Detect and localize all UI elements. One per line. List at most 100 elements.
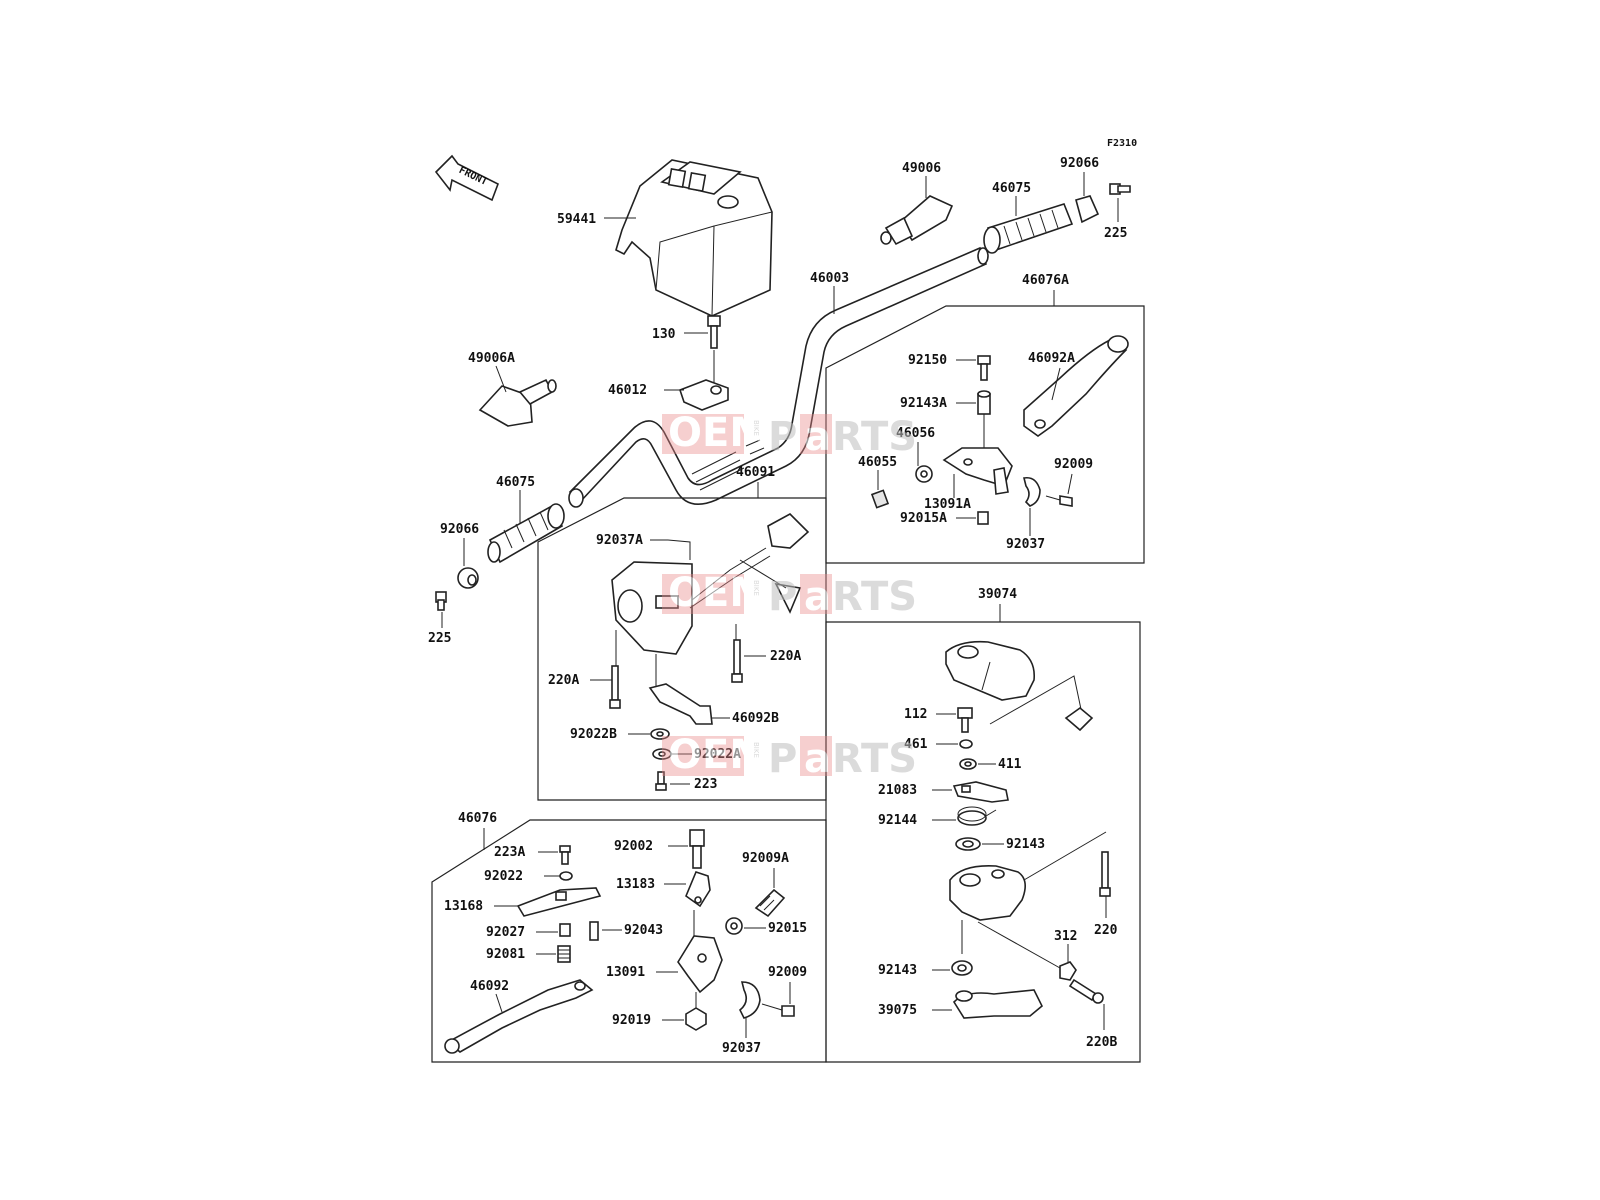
- label-92144: 92144: [878, 813, 917, 828]
- label-92150: 92150: [908, 353, 947, 368]
- bolt-225-left-part[interactable]: [435, 591, 447, 611]
- svg-text:RTS: RTS: [832, 736, 917, 782]
- bracket-13168-part[interactable]: [516, 887, 602, 917]
- label-220: 220: [1094, 923, 1118, 938]
- lever-46092b-part[interactable]: [648, 683, 713, 725]
- clamp-46012-part[interactable]: [678, 379, 729, 411]
- grip-46075-right-part[interactable]: [983, 203, 1074, 254]
- label-92037-left: 92037: [722, 1041, 761, 1056]
- label-92081: 92081: [486, 947, 525, 962]
- washer-92022a-part[interactable]: [652, 748, 672, 760]
- screw-220b-part[interactable]: [1068, 978, 1104, 1004]
- holder-92037-right-part[interactable]: [1023, 476, 1041, 507]
- label-92009-right: 92009: [1054, 457, 1093, 472]
- label-46092: 46092: [470, 979, 509, 994]
- label-92015: 92015: [768, 921, 807, 936]
- lever-21083-part[interactable]: [952, 781, 1009, 803]
- pivot-92009a-part[interactable]: [754, 888, 786, 918]
- end-weight-92066-right-part[interactable]: [1075, 195, 1100, 224]
- bolt-92150-part[interactable]: [977, 355, 991, 381]
- washer-411-part[interactable]: [959, 758, 977, 770]
- screw-220a-left-part[interactable]: [609, 665, 621, 709]
- label-59441: 59441: [557, 212, 596, 227]
- label-411: 411: [998, 757, 1022, 772]
- bracket-13091a-part[interactable]: [942, 447, 1013, 495]
- collar-92015-part[interactable]: [725, 917, 743, 935]
- spring-92144-part[interactable]: [957, 806, 997, 826]
- svg-text:RTS: RTS: [832, 574, 917, 620]
- svg-text:RTS: RTS: [832, 414, 917, 460]
- svg-text:P: P: [768, 574, 797, 620]
- label-39075: 39075: [878, 1003, 917, 1018]
- end-cap-49006-part[interactable]: [880, 195, 954, 246]
- label-13091a: 13091A: [924, 497, 971, 512]
- figure-code: F2310: [1107, 138, 1137, 149]
- label-92066-left: 92066: [440, 522, 479, 537]
- label-225-right: 225: [1104, 226, 1127, 241]
- handlebar-46003-part[interactable]: [568, 246, 989, 508]
- svg-text:P: P: [768, 414, 797, 460]
- collar-92143a-part[interactable]: [977, 390, 991, 415]
- label-46076: 46076: [458, 811, 497, 826]
- nut-312-part[interactable]: [1059, 961, 1077, 981]
- throttle-insert-part[interactable]: [1064, 706, 1094, 732]
- svg-text:BIKE: BIKE: [752, 580, 760, 596]
- label-92037a: 92037A: [596, 533, 643, 548]
- brake-lever-46092a-part[interactable]: [1023, 335, 1129, 437]
- bracket-13091-part[interactable]: [677, 935, 723, 994]
- washer-92143-bottom-part[interactable]: [951, 960, 973, 976]
- spring-92081-part[interactable]: [557, 945, 571, 963]
- bolt-92002-part[interactable]: [689, 829, 705, 869]
- screw-223-part[interactable]: [655, 771, 667, 791]
- watermark-oem-parts-3: OEM BIKE P a RTS: [662, 732, 917, 782]
- label-130: 130: [652, 327, 676, 342]
- svg-text:a: a: [804, 574, 831, 620]
- switch-housing-46091-part[interactable]: [611, 513, 810, 655]
- washer-92022b-part[interactable]: [650, 728, 670, 740]
- cover-59441-part[interactable]: [615, 159, 773, 317]
- throttle-case-part[interactable]: [949, 864, 1026, 921]
- label-49006a: 49006A: [468, 351, 515, 366]
- label-92009-left: 92009: [768, 965, 807, 980]
- label-46092b: 46092B: [732, 711, 779, 726]
- label-39074: 39074: [978, 587, 1017, 602]
- label-49006: 49006: [902, 161, 941, 176]
- label-92037-right: 92037: [1006, 537, 1045, 552]
- washer-92143-top-part[interactable]: [955, 837, 981, 851]
- screw-223a-part[interactable]: [559, 845, 571, 865]
- label-92015a: 92015A: [900, 511, 947, 526]
- bolt-92009-left-part[interactable]: [761, 1003, 795, 1017]
- label-13091: 13091: [606, 965, 645, 980]
- nut-92019-part[interactable]: [685, 1007, 707, 1031]
- end-weight-92066-left-part[interactable]: [457, 567, 479, 589]
- label-92066-right: 92066: [1060, 156, 1099, 171]
- end-cap-49006a-part[interactable]: [478, 378, 557, 427]
- label-46055: 46055: [858, 455, 897, 470]
- bolt-225-right-part[interactable]: [1109, 183, 1131, 195]
- pin-92043-part[interactable]: [589, 921, 599, 941]
- bolt-92009-right-part[interactable]: [1045, 495, 1073, 507]
- washer-461-part[interactable]: [959, 739, 973, 749]
- watermark-oem-parts-2: OEM BIKE P a RTS: [662, 570, 917, 620]
- bolt-130-part[interactable]: [707, 315, 721, 349]
- screw-112-part[interactable]: [957, 707, 973, 733]
- screw-220-part[interactable]: [1099, 851, 1111, 897]
- plate-13183-part[interactable]: [685, 871, 711, 908]
- nut-92027-part[interactable]: [559, 923, 571, 937]
- collar-46056-part[interactable]: [915, 465, 933, 483]
- lever-39075-part[interactable]: [952, 989, 1043, 1019]
- grip-46075-left-part[interactable]: [487, 503, 565, 564]
- lever-46092-part[interactable]: [444, 979, 594, 1054]
- throttle-cover-part[interactable]: [945, 640, 1036, 701]
- label-461: 461: [904, 737, 928, 752]
- nut-92015a-part[interactable]: [977, 511, 989, 525]
- label-92043: 92043: [624, 923, 663, 938]
- washer-92022-part[interactable]: [559, 871, 573, 881]
- label-46091: 46091: [736, 465, 775, 480]
- holder-92037-left-part[interactable]: [738, 981, 761, 1019]
- label-312: 312: [1054, 929, 1077, 944]
- pivot-46055-part[interactable]: [870, 489, 890, 509]
- watermark-oem-parts-1: OEM BIKE P a RTS: [662, 410, 917, 460]
- screw-220a-right-part[interactable]: [731, 639, 743, 683]
